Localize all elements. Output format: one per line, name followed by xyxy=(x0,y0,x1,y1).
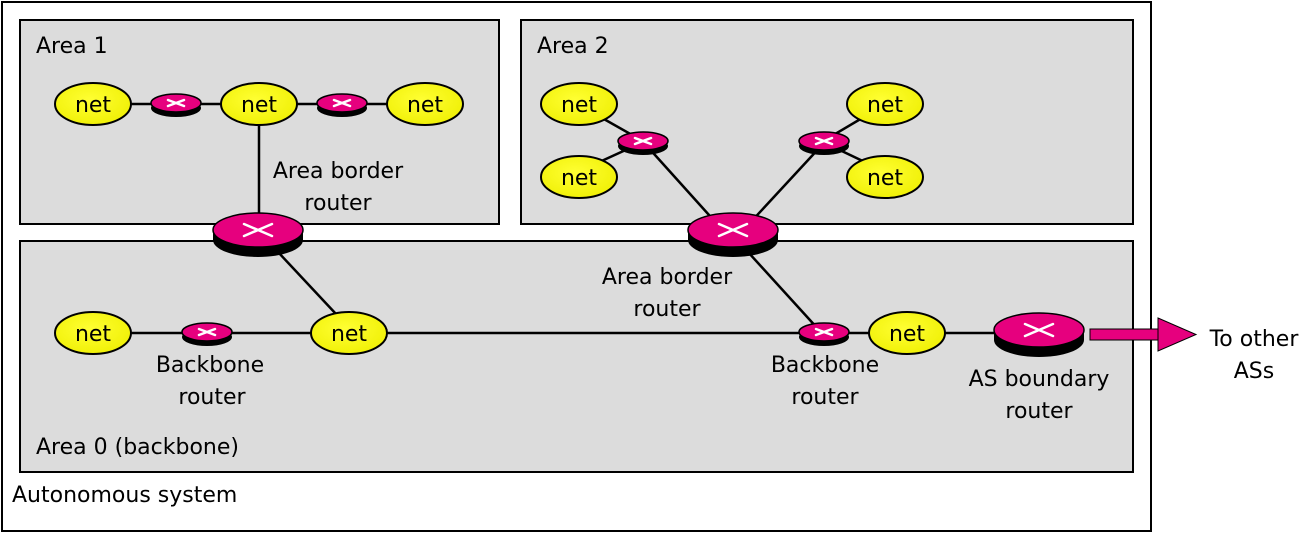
svg-text:net: net xyxy=(241,93,277,118)
asbr-label-line2: router xyxy=(1005,399,1073,424)
svg-text:net: net xyxy=(331,322,367,347)
bb-right-label-line2: router xyxy=(791,385,859,410)
svg-text:net: net xyxy=(75,93,111,118)
net-node: net xyxy=(540,82,618,126)
bb-left-label-line1: Backbone xyxy=(156,353,264,378)
net-node: net xyxy=(220,82,298,126)
svg-text:net: net xyxy=(867,93,903,118)
router-icon xyxy=(798,131,850,155)
link xyxy=(277,251,337,315)
backbone-router-left-icon xyxy=(181,322,233,346)
router-icon xyxy=(316,93,368,117)
net-node: net xyxy=(54,82,132,126)
link xyxy=(747,144,823,226)
svg-text:net: net xyxy=(75,322,111,347)
svg-text:net: net xyxy=(867,166,903,191)
abr-left-label-line2: router xyxy=(304,191,372,216)
link xyxy=(645,144,719,226)
area2-box xyxy=(520,19,1134,225)
net-node: net xyxy=(54,311,132,355)
net-node: net xyxy=(386,82,464,126)
backbone-router-right-icon xyxy=(798,322,850,346)
arrow-right-icon xyxy=(1089,317,1198,352)
abr-mid-label-line2: router xyxy=(633,297,701,322)
autonomous-system-label: Autonomous system xyxy=(12,483,237,508)
area-border-router-mid-icon xyxy=(687,212,779,257)
link xyxy=(747,251,820,331)
abr-left-label-line1: Area border xyxy=(273,159,404,184)
svg-text:net: net xyxy=(561,93,597,118)
area2-label: Area 2 xyxy=(537,34,609,59)
bb-right-label-line1: Backbone xyxy=(771,353,879,378)
net-node: net xyxy=(868,311,946,355)
router-icon xyxy=(617,131,669,155)
to-other-label-line1: To other xyxy=(1209,327,1300,352)
net-node: net xyxy=(540,155,618,199)
area0-box xyxy=(19,240,1134,473)
net-node: net xyxy=(846,155,924,199)
svg-text:net: net xyxy=(561,166,597,191)
to-other-label-line2: ASs xyxy=(1234,359,1274,384)
net-node: net xyxy=(846,82,924,126)
net-nodes: net net net net net net net net xyxy=(54,82,946,355)
asbr-label-line1: AS boundary xyxy=(969,367,1110,392)
router-icon xyxy=(150,93,202,117)
area0-label: Area 0 (backbone) xyxy=(36,435,239,460)
bb-left-label-line2: router xyxy=(178,385,246,410)
area1-label: Area 1 xyxy=(36,34,108,59)
svg-text:net: net xyxy=(889,322,925,347)
as-boundary-router-icon xyxy=(993,312,1085,357)
area-border-router-left-icon xyxy=(212,212,304,257)
net-node: net xyxy=(310,311,388,355)
svg-text:net: net xyxy=(407,93,443,118)
abr-mid-label-line1: Area border xyxy=(602,265,733,290)
